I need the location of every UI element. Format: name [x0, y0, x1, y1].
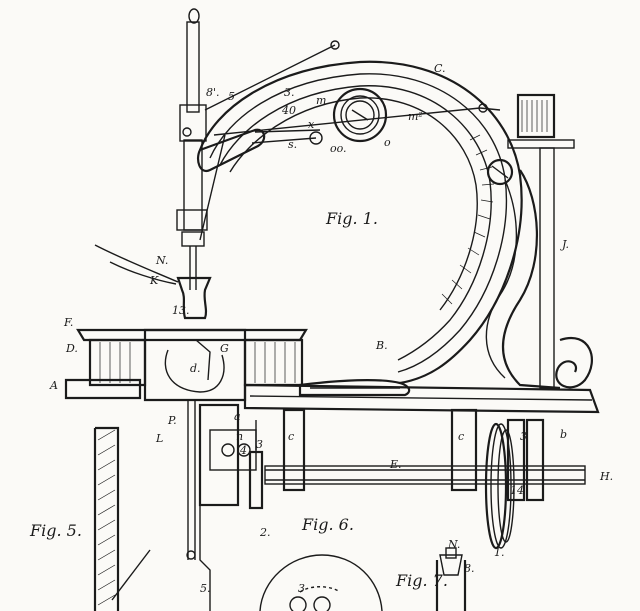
label-8: 8.	[464, 562, 475, 575]
label-G: G	[220, 342, 229, 355]
label-L: L	[155, 432, 163, 445]
label-3-bracket: 3	[256, 438, 263, 451]
label-D: D.	[65, 342, 78, 355]
label-14: 14	[510, 484, 524, 497]
label-3-top: 3.	[284, 86, 295, 99]
label-B: B.	[375, 339, 388, 352]
drive-shaft	[186, 400, 586, 611]
label-5: 5	[228, 90, 235, 103]
label-5-bottom: 5.	[200, 582, 211, 595]
label-A: A	[49, 379, 58, 392]
label-3-right: 3	[520, 430, 527, 443]
label-N: N.	[155, 254, 168, 267]
machine-arm	[198, 60, 593, 397]
label-1: 1.	[494, 546, 505, 559]
fig1-caption: Fig. 1.	[325, 209, 378, 228]
label-o: o	[384, 136, 391, 149]
label-c-right: c	[458, 430, 464, 443]
arm-head-bracket	[196, 128, 323, 173]
label-3-fig6: 3	[298, 582, 305, 595]
label-C: C.	[434, 62, 446, 75]
label-E: E.	[389, 458, 402, 471]
label-x: x	[308, 118, 315, 131]
spool	[486, 93, 575, 389]
tension-disc	[332, 87, 388, 143]
label-40: 40	[281, 104, 296, 117]
label-N-fig7: N.	[447, 538, 460, 551]
figure-7-detail	[435, 547, 467, 611]
figure-5-detail	[93, 426, 151, 611]
fig7-caption: Fig. 7.	[395, 571, 448, 590]
label-a: a	[234, 410, 241, 423]
label-J: J.	[560, 238, 569, 251]
label-K: K	[149, 274, 159, 287]
label-P: P.	[167, 414, 177, 427]
label-8prime: 8'.	[206, 86, 220, 99]
cloth-plate	[64, 328, 600, 414]
needle-bar	[94, 8, 501, 320]
figure-6-detail	[259, 554, 383, 611]
label-c-left: c	[288, 430, 294, 443]
fig6-caption: Fig. 6.	[301, 515, 354, 534]
label-n: n	[236, 430, 243, 443]
label-m2: m²	[408, 110, 423, 123]
label-2: 2.	[259, 526, 271, 539]
label-d: d.	[190, 362, 201, 375]
label-b: b	[560, 428, 567, 441]
label-s: s.	[288, 138, 297, 151]
label-13: 13.	[172, 304, 190, 317]
label-oo: oo.	[330, 142, 347, 155]
label-m: m	[316, 94, 326, 107]
fig5-caption: Fig. 5.	[29, 521, 82, 540]
label-H: H.	[599, 470, 613, 483]
label-F: F.	[63, 316, 73, 329]
label-4: 4	[239, 444, 247, 457]
